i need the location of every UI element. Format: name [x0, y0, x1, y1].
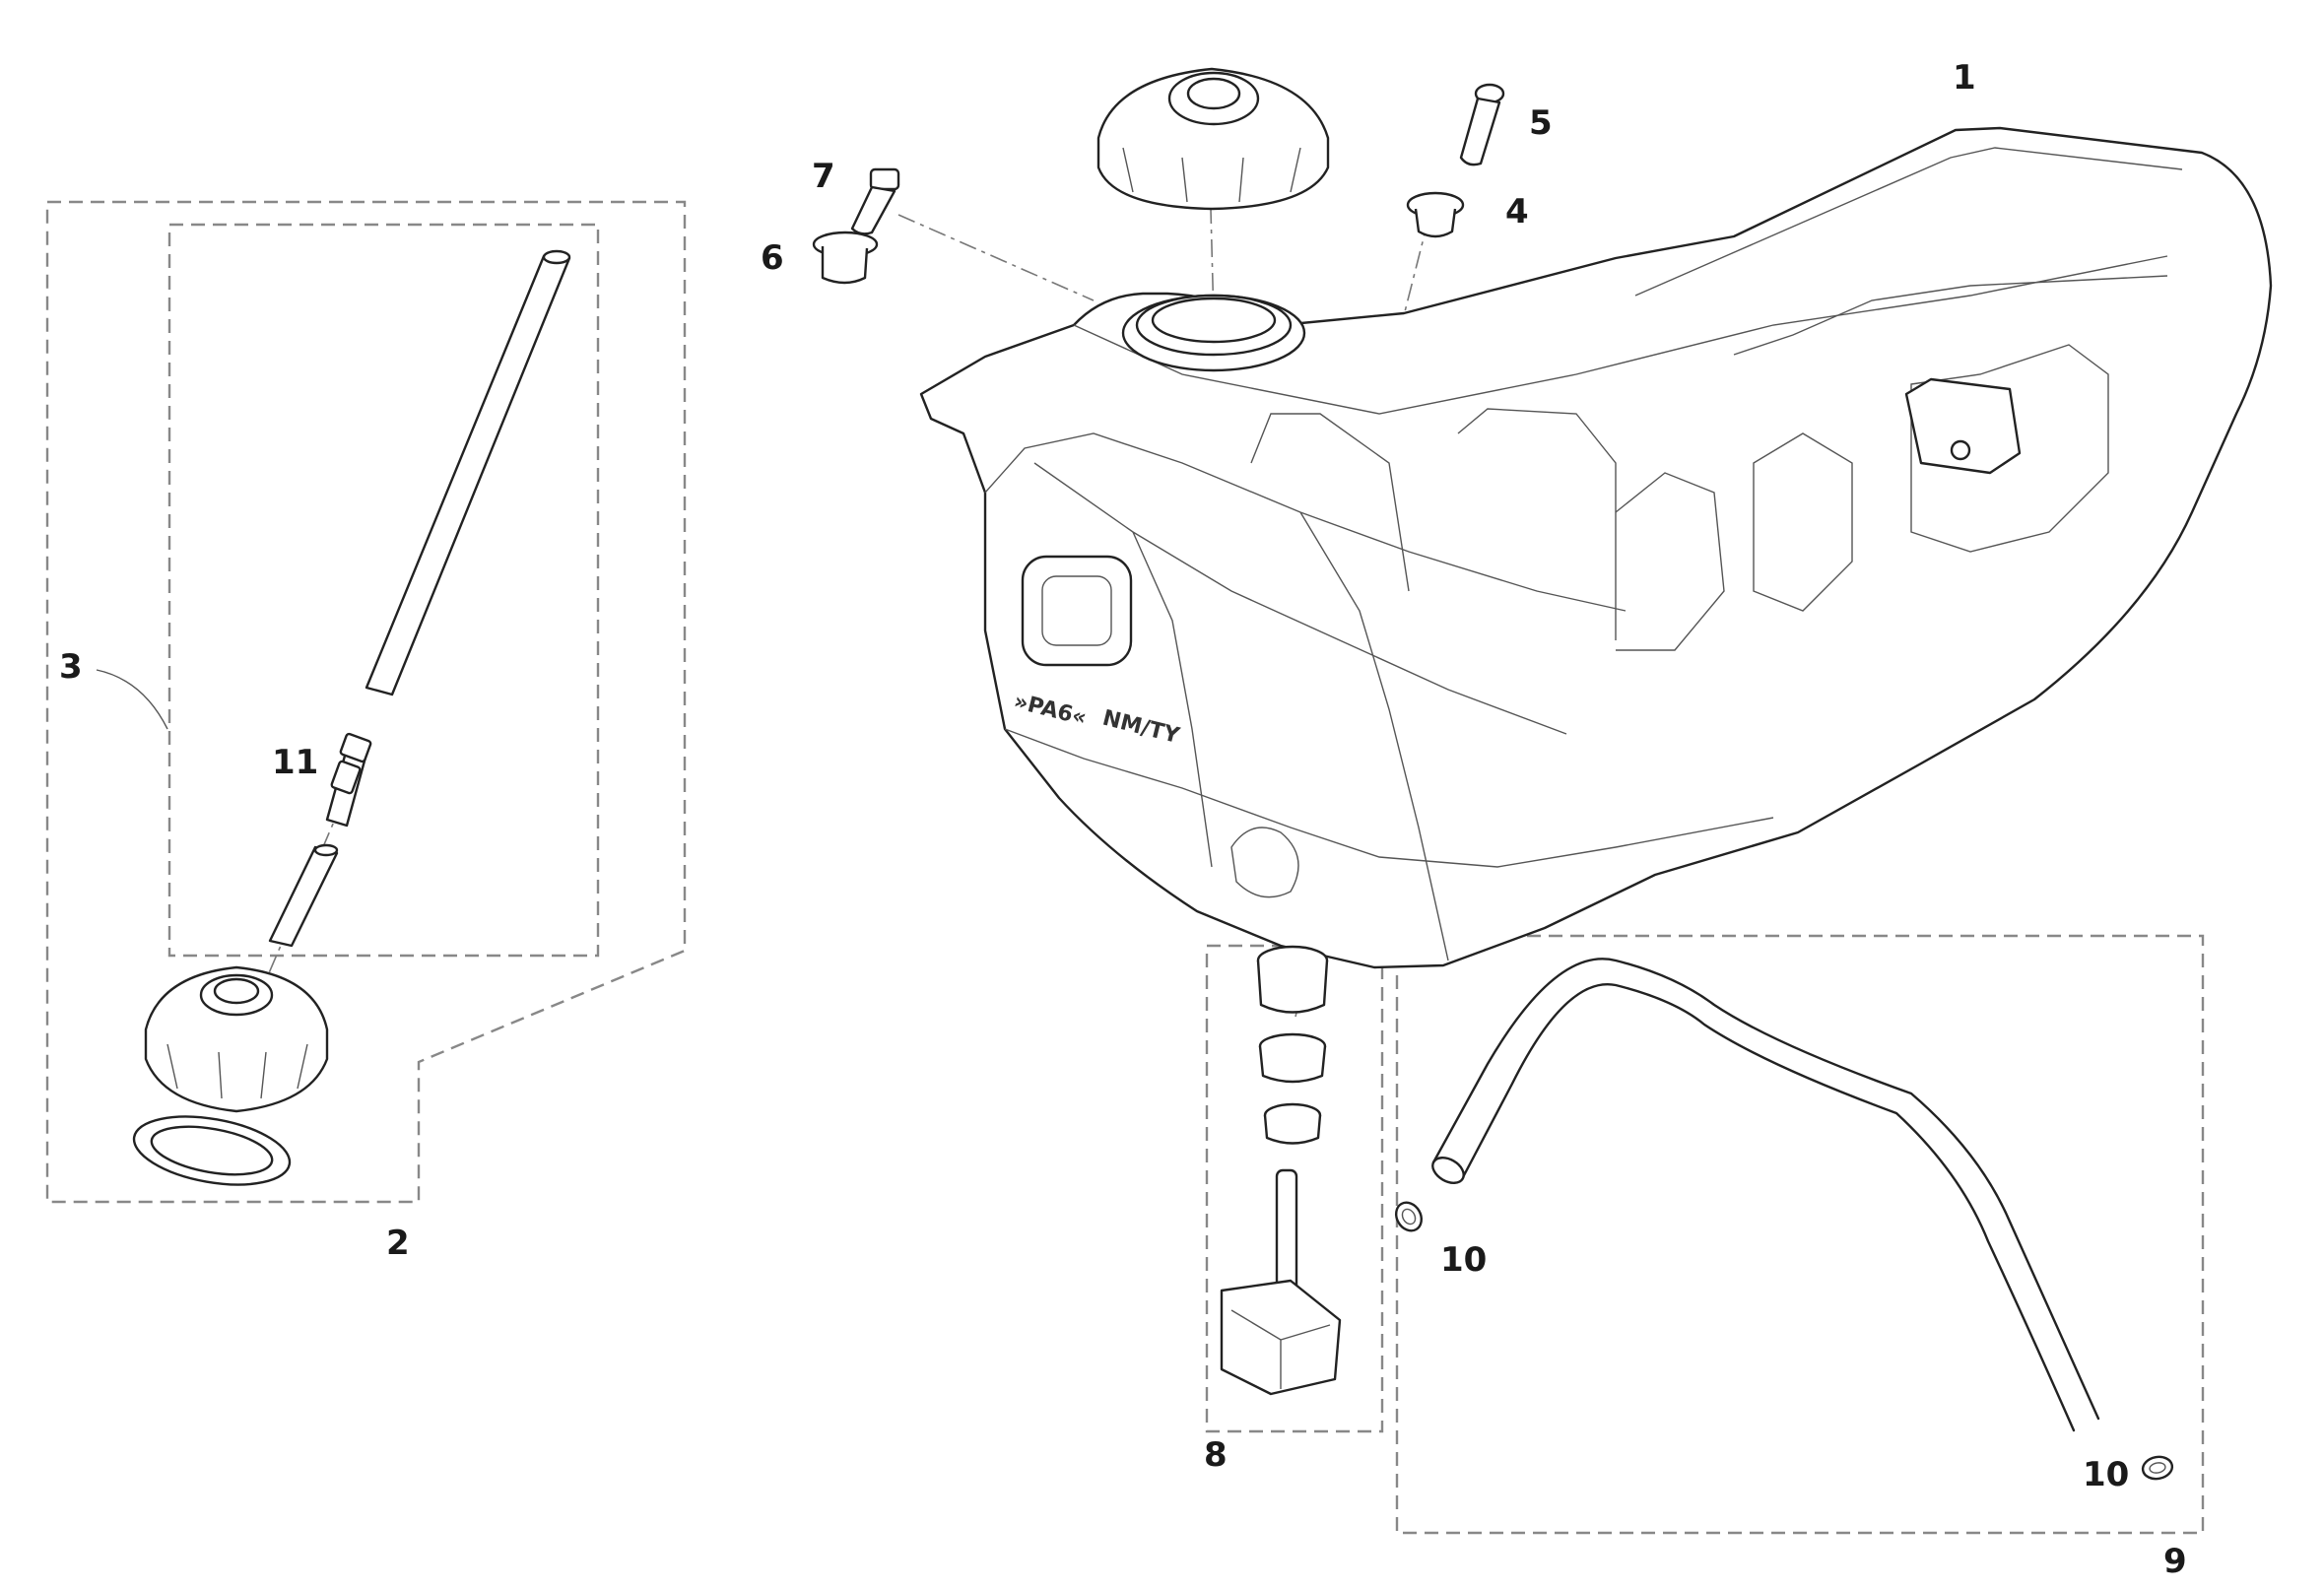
callout-5: 5 [1529, 103, 1553, 143]
callout-9: 9 [2163, 1542, 2187, 1581]
part-9-fuel-hose [1431, 958, 2100, 1432]
fuel-cap-upper [1096, 67, 1330, 211]
group-2-boundary [45, 200, 687, 1204]
callout-10b: 10 [2083, 1455, 2130, 1494]
callout-8: 8 [1204, 1435, 1228, 1475]
callout-1: 1 [1953, 58, 1976, 98]
part-6-bushing [812, 231, 879, 285]
callout-6: 6 [761, 238, 784, 278]
part-10-hose-clamps [1394, 1201, 2174, 1481]
part-7-bolt [850, 167, 900, 235]
callout-2: 2 [386, 1224, 410, 1263]
group-9-boundary [1395, 934, 2205, 1535]
part-2-fuel-cap [132, 965, 329, 1186]
callout-10a: 10 [1440, 1240, 1488, 1280]
callout-7: 7 [812, 157, 835, 196]
part-5-screw [1459, 83, 1505, 166]
part-8-fuel-valve-assembly [1220, 945, 1342, 1396]
callout-3: 3 [59, 647, 83, 687]
fuel-tank: »PA6« NM/TY [919, 126, 2273, 969]
group-3-boundary [167, 223, 600, 958]
part-11-coupling [330, 732, 372, 795]
part-3-fuel-pickup-tube [268, 249, 571, 948]
callout-4: 4 [1505, 192, 1529, 232]
callout-11: 11 [272, 743, 319, 782]
part-4-grommet [1406, 191, 1465, 238]
